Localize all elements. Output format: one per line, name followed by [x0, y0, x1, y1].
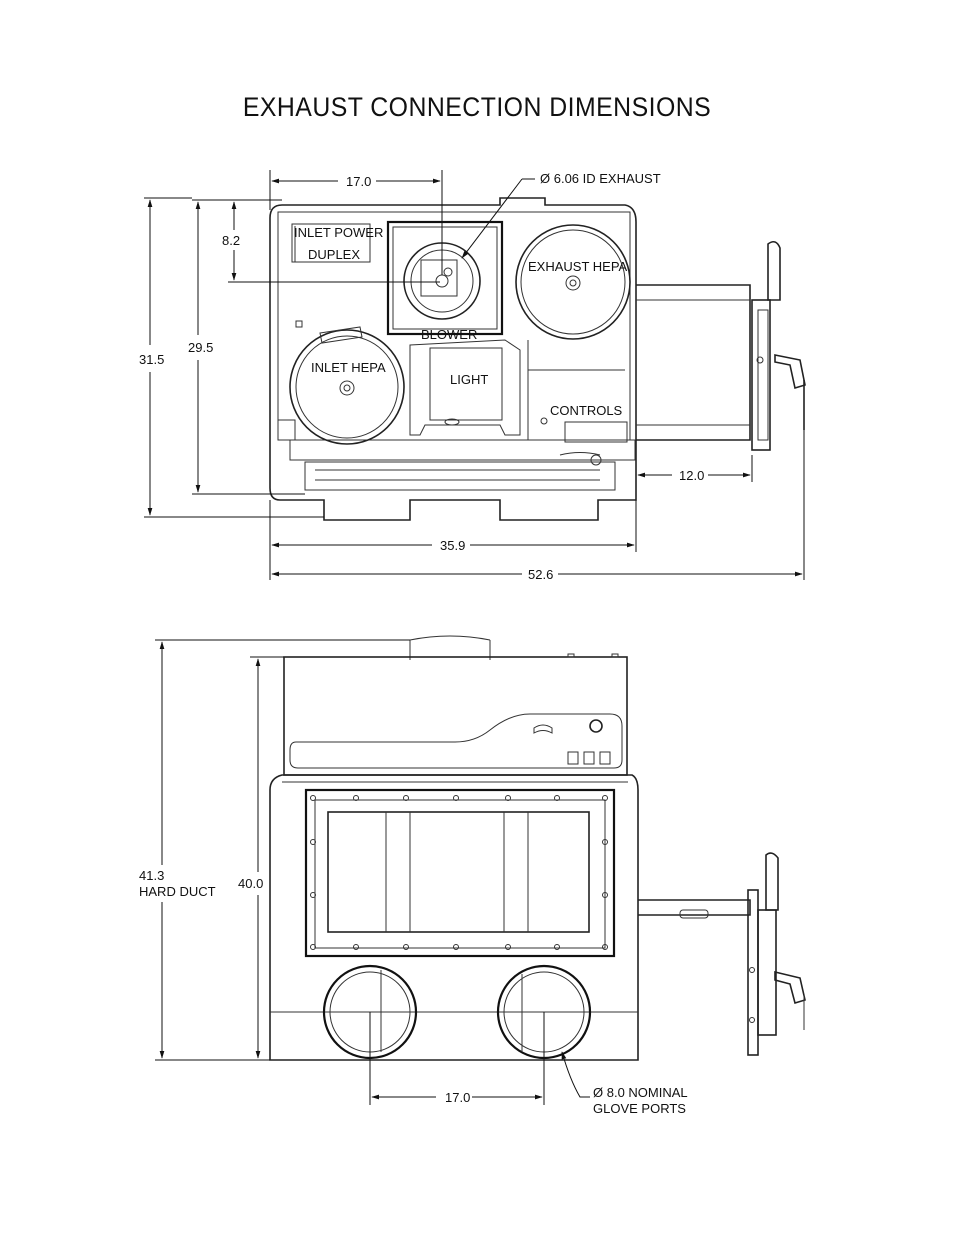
duplex-label: DUPLEX: [308, 247, 360, 262]
dim-exhaust-offset: 17.0: [346, 174, 371, 189]
dim-inner-height: 29.5: [188, 340, 213, 355]
dim-hard-duct-height: 41.3: [139, 868, 164, 883]
inlet-power-box: INLET POWER DUPLEX: [291, 223, 383, 328]
dim-exhaust-depth: 8.2: [222, 233, 240, 248]
inlet-power-label: INLET POWER: [294, 225, 383, 240]
dim-cabinet-width: 35.9: [440, 538, 465, 553]
dim-hard-duct-label: HARD DUCT: [139, 884, 216, 899]
dim-glove-port-size: Ø 8.0 NOMINAL: [593, 1085, 688, 1100]
exhaust-hepa-label: EXHAUST HEPA: [528, 259, 628, 274]
inlet-hepa-label: INLET HEPA: [311, 360, 386, 375]
top-view: INLET POWER DUPLEX BLOWER EXHAUST HEPA: [139, 170, 806, 582]
side-attachment: [636, 240, 806, 451]
dim-glove-port-label: GLOVE PORTS: [593, 1101, 686, 1116]
light-label: LIGHT: [450, 372, 488, 387]
page-title: EXHAUST CONNECTION DIMENSIONS: [242, 92, 712, 122]
dim-cabinet-height: 40.0: [238, 876, 263, 891]
top-view-dimensions: 17.0 Ø 6.06 ID EXHAUST 8.2 29.5 31.5: [139, 170, 805, 582]
light-housing: LIGHT: [409, 339, 521, 436]
dim-side-clearance: 12.0: [679, 468, 704, 483]
front-side-attachment: [638, 852, 806, 1056]
top-view-cabinet-outline: [269, 197, 637, 521]
inlet-hepa: INLET HEPA: [289, 326, 405, 445]
front-window: [304, 788, 616, 958]
front-view-dimensions: 41.3 HARD DUCT 40.0 17.0 Ø 8.0 NOMINAL G…: [139, 639, 688, 1116]
dim-overall-width: 52.6: [528, 567, 553, 582]
dim-glove-port-spacing: 17.0: [445, 1090, 470, 1105]
controls-label: CONTROLS: [550, 403, 623, 418]
dim-exhaust-diameter: Ø 6.06 ID EXHAUST: [540, 171, 661, 186]
exhaust-hepa: EXHAUST HEPA: [515, 224, 631, 340]
front-view: 41.3 HARD DUCT 40.0 17.0 Ø 8.0 NOMINAL G…: [139, 635, 806, 1116]
controls: CONTROLS: [527, 340, 628, 443]
blower-label: BLOWER: [421, 327, 477, 342]
dim-total-height: 31.5: [139, 352, 164, 367]
front-view-cabinet: [269, 653, 639, 1061]
